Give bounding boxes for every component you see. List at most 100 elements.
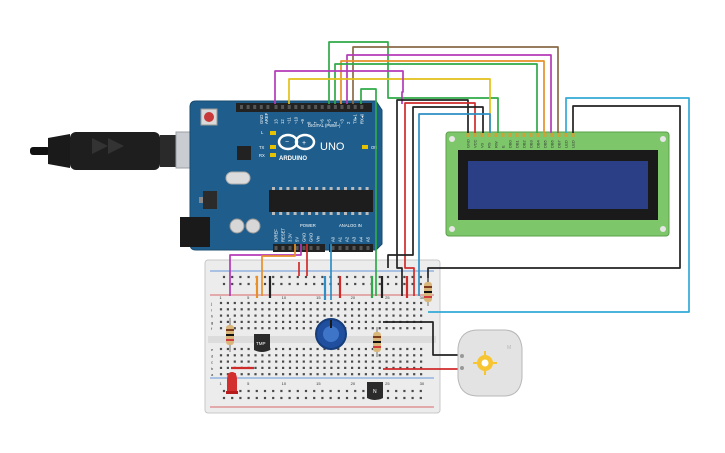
breadboard-hole (362, 389, 365, 393)
breadboard-hole (295, 354, 298, 357)
analog-pin-label: A3 (352, 236, 357, 242)
breadboard-hole (219, 301, 223, 305)
breadboard-hole (406, 354, 409, 357)
breadboard-hole (329, 389, 332, 393)
breadboard-hole (275, 347, 278, 351)
breadboard-hole (296, 389, 299, 393)
lcd-pin-label: DB4 (535, 139, 540, 148)
lcd-pin-label: V0 (479, 142, 484, 148)
lcd-pin-label: RS (486, 142, 491, 148)
lcd-pin (501, 133, 505, 137)
temp-sensor-label: TMP (256, 341, 266, 346)
breadboard-hole (403, 275, 406, 279)
lcd-screen (468, 161, 648, 209)
breadboard-hole (296, 396, 299, 400)
breadboard-column-number: 5 (247, 295, 250, 300)
breadboard-hole (411, 389, 414, 393)
breadboard-row-letter: j (210, 301, 212, 306)
breadboard-hole (345, 282, 349, 286)
analog-pin-label: A1 (338, 236, 343, 242)
digital-pin-label: TX▸1 (353, 114, 358, 124)
breadboard-hole (411, 282, 414, 286)
analog-header (329, 244, 373, 252)
breadboard-hole (247, 308, 250, 311)
breadboard-hole (268, 314, 271, 317)
breadboard-hole (261, 366, 264, 369)
breadboard-hole (313, 282, 316, 286)
breadboard-hole (337, 282, 340, 286)
digital-pin (259, 105, 263, 109)
chip-leg (365, 187, 369, 190)
digital-pin-label: 7 (313, 121, 318, 124)
potentiometer[interactable] (315, 318, 347, 350)
breadboard-hole (240, 347, 243, 351)
breadboard-hole (406, 360, 409, 363)
breadboard-hole (330, 366, 333, 369)
l-led-label: L (261, 130, 264, 135)
breadboard-row-letter: d (211, 353, 213, 358)
power-pin (274, 246, 278, 250)
breadboard-column-number: 5 (247, 381, 250, 386)
chip-leg (279, 212, 283, 215)
breadboard-hole (288, 308, 292, 311)
breadboard-hole (371, 320, 374, 323)
breadboard-hole (385, 360, 388, 363)
breadboard-hole (275, 373, 278, 376)
dc-motor: M (457, 329, 523, 397)
analog-pin (331, 246, 335, 250)
breadboard-hole (272, 389, 275, 393)
temperature-sensor: TMP (254, 334, 270, 352)
breadboard-hole (385, 327, 388, 330)
chip-leg (315, 187, 319, 190)
breadboard-hole (282, 354, 285, 357)
breadboard-hole (247, 320, 250, 323)
breadboard-hole (386, 275, 390, 279)
chip-leg (293, 212, 297, 215)
breadboard-hole (275, 360, 278, 363)
breadboard-hole (385, 373, 388, 376)
breadboard-hole (316, 373, 319, 376)
breadboard-hole (351, 373, 354, 376)
svg-text:+: + (302, 140, 306, 147)
breadboard-hole (420, 360, 423, 363)
breadboard-hole (288, 354, 292, 357)
breadboard-hole (226, 308, 229, 311)
digital-pin-label: 8 (307, 121, 312, 124)
breadboard-hole (337, 366, 340, 369)
breadboard-hole (330, 314, 333, 317)
breadboard-hole (304, 275, 308, 279)
breadboard-hole (302, 366, 305, 369)
lcd-pin-label: DB3 (528, 139, 533, 148)
breadboard-hole (219, 360, 223, 363)
breadboard-hole (386, 396, 390, 400)
lcd-pin-label: E (500, 145, 505, 148)
breadboard-hole (420, 373, 423, 376)
digital-pin (360, 105, 364, 109)
wire-blue-lcd-v0 (418, 113, 491, 296)
chip-leg (351, 187, 355, 190)
breadboard-hole (378, 366, 381, 369)
breadboard-hole (268, 373, 271, 376)
breadboard-hole (354, 396, 357, 400)
breadboard-hole (282, 347, 285, 351)
breadboard-hole (288, 301, 292, 305)
digital-pin-label: ~9 (300, 119, 305, 124)
breadboard-hole (309, 327, 312, 330)
breadboard-hole (275, 354, 278, 357)
breadboard-hole (323, 354, 326, 357)
motor-label: M (507, 345, 511, 351)
breadboard-hole (337, 373, 340, 376)
wire-magenta-gnd-to-rail (229, 244, 302, 296)
breadboard-hole (406, 347, 409, 351)
breadboard-hole (309, 314, 312, 317)
digital-pin (314, 105, 318, 109)
lcd-pin (564, 133, 568, 137)
breadboard-hole (247, 275, 250, 279)
breadboard-hole (268, 301, 271, 305)
wire-green-d3-to-lcd-db4 (334, 63, 538, 133)
breadboard-hole (288, 396, 291, 400)
breadboard-hole (330, 354, 333, 357)
breadboard-hole (337, 396, 340, 400)
breadboard-hole (268, 360, 271, 363)
digital-pin-label: ~6 (320, 119, 325, 124)
